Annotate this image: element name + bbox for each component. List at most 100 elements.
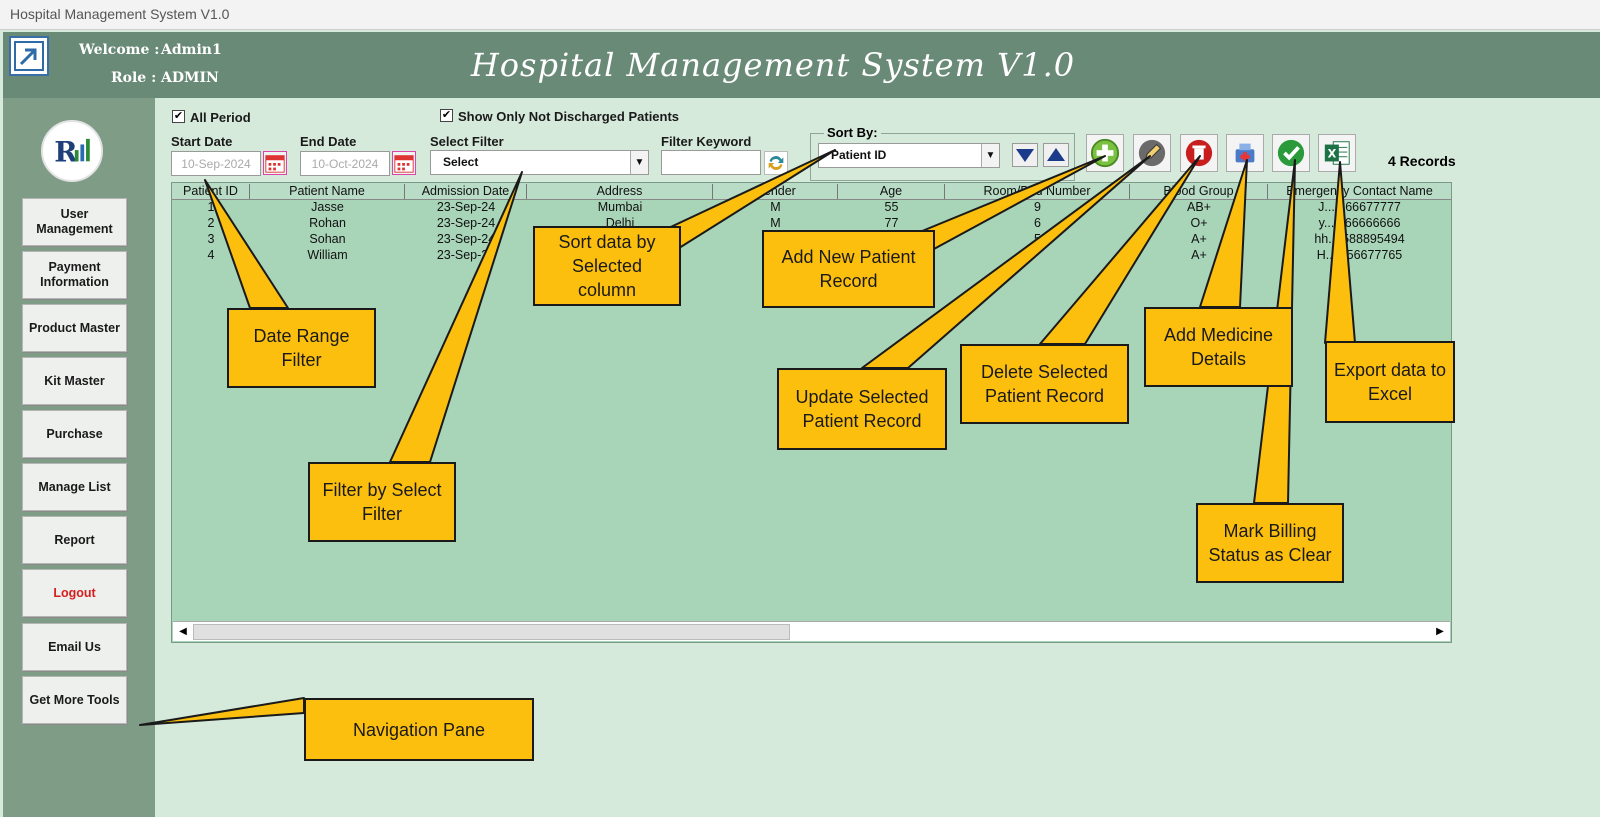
- cell-blood-group: A+: [1191, 232, 1207, 246]
- cell-patient-name: William: [307, 248, 348, 262]
- welcome-user: Admin1: [161, 42, 222, 58]
- sidebar-item-purchase[interactable]: Purchase: [22, 410, 127, 458]
- sort-descending-button[interactable]: [1012, 143, 1038, 167]
- callout-delete-patient: Delete Selected Patient Record: [960, 344, 1129, 424]
- select-filter-dropdown[interactable]: Select ▼: [430, 150, 649, 175]
- navigation-pane: R User Management Payment Information Pr…: [3, 98, 155, 817]
- delete-patient-button[interactable]: [1180, 134, 1218, 172]
- cell-gender: M: [770, 216, 781, 230]
- filter-keyword-label: Filter Keyword: [661, 134, 752, 149]
- horizontal-scrollbar[interactable]: ◀ ▶: [173, 621, 1450, 641]
- welcome-label: Welcome :: [79, 42, 160, 58]
- cell-address: Mumbai: [597, 200, 643, 214]
- pointer-add-patient: [909, 155, 1106, 263]
- sidebar-item-get-more-tools[interactable]: Get More Tools: [22, 676, 127, 724]
- cell-patient-name: Sohan: [309, 232, 346, 246]
- mark-billing-clear-button[interactable]: [1272, 134, 1310, 172]
- cell-gender: M: [770, 200, 781, 214]
- column-header[interactable]: Age: [838, 184, 945, 199]
- callout-nav-pane: Navigation Pane: [304, 698, 534, 761]
- refresh-icon[interactable]: [764, 151, 788, 175]
- chevron-down-icon[interactable]: ▼: [981, 144, 999, 167]
- svg-text:R: R: [54, 135, 78, 168]
- filter-keyword-input[interactable]: [661, 150, 761, 175]
- not-discharged-label: Show Only Not Discharged Patients: [458, 109, 680, 124]
- sidebar-item-payment-information[interactable]: Payment Information: [22, 251, 127, 299]
- callout-sort-data: Sort data by Selected column: [533, 226, 681, 306]
- cell-age: 55: [884, 200, 899, 214]
- scroll-left-icon[interactable]: ◀: [179, 626, 187, 637]
- calendar-icon[interactable]: [392, 151, 416, 175]
- start-date-field[interactable]: 10-Sep-2024: [171, 151, 261, 176]
- window-titlebar: Hospital Management System V1.0: [0, 0, 1600, 30]
- window-title: Hospital Management System V1.0: [10, 6, 230, 22]
- cell-patient-id: 3: [207, 232, 215, 246]
- cell-room-bed: 9: [1034, 200, 1041, 214]
- cell-patient-id: 1: [207, 200, 215, 214]
- all-period-checkbox[interactable]: ✔: [172, 110, 185, 123]
- sidebar-item-report[interactable]: Report: [22, 516, 127, 564]
- cell-patient-name: Rohan: [309, 216, 346, 230]
- column-header[interactable]: Admission Date: [405, 184, 527, 199]
- cell-age: 77: [884, 216, 899, 230]
- sidebar-item-user-management[interactable]: User Management: [22, 198, 127, 246]
- select-filter-label: Select Filter: [430, 134, 504, 149]
- sort-by-value: Patient ID: [831, 148, 887, 162]
- chevron-down-icon[interactable]: ▼: [630, 151, 648, 174]
- records-count: 4 Records: [1388, 153, 1456, 169]
- sort-by-dropdown[interactable]: Patient ID ▼: [818, 143, 1000, 168]
- role-label: Role :: [111, 70, 157, 86]
- role-value: ADMIN: [161, 70, 219, 86]
- app-title: Hospital Management System V1.0: [470, 46, 1076, 84]
- end-date-field[interactable]: 10-Oct-2024: [300, 151, 390, 176]
- check-circle-icon: [1277, 139, 1305, 167]
- sort-by-label: Sort By:: [824, 125, 881, 140]
- column-header[interactable]: Emergency Contact Name: [1286, 184, 1433, 198]
- calendar-icon[interactable]: [263, 151, 287, 175]
- cell-blood-group: O+: [1190, 216, 1208, 230]
- cell-admission-date: 23-Sep-24: [436, 216, 496, 230]
- not-discharged-checkbox[interactable]: ✔: [440, 109, 453, 122]
- end-date-label: End Date: [300, 134, 357, 149]
- callout-add-patient: Add New Patient Record: [762, 230, 935, 308]
- sidebar-item-email-us[interactable]: Email Us: [22, 623, 127, 671]
- cell-admission-date: 23-Sep-24: [436, 248, 496, 262]
- cell-admission-date: 23-Sep-24: [436, 200, 496, 214]
- column-header[interactable]: Address: [527, 184, 713, 199]
- callout-export-excel: Export data to Excel: [1325, 341, 1455, 423]
- start-date-label: Start Date: [171, 134, 233, 149]
- pointer-add-medicine: [1199, 159, 1248, 308]
- table-header: Patient ID Patient Name Admission Date A…: [172, 183, 1451, 200]
- export-excel-button[interactable]: X: [1318, 134, 1356, 172]
- sort-by-group: [810, 133, 1075, 181]
- callout-update-patient: Update Selected Patient Record: [777, 368, 947, 450]
- pointer-date-range: [204, 179, 289, 309]
- all-period-label: All Period: [190, 110, 251, 125]
- scroll-right-icon[interactable]: ▶: [1436, 626, 1444, 637]
- svg-text:X: X: [1328, 148, 1337, 161]
- scrollbar-thumb[interactable]: [193, 624, 790, 640]
- pointer-select-filter: [389, 171, 523, 463]
- app-header: Welcome : Admin1 Role : ADMIN Hospital M…: [3, 32, 1600, 98]
- column-header[interactable]: Patient Name: [250, 184, 405, 199]
- sidebar-item-product-master[interactable]: Product Master: [22, 304, 127, 352]
- pointer-export-excel: [1324, 161, 1356, 344]
- cell-patient-id: 2: [207, 216, 215, 230]
- excel-icon: X: [1324, 141, 1350, 165]
- sidebar-item-manage-list[interactable]: Manage List: [22, 463, 127, 511]
- sidebar-item-kit-master[interactable]: Kit Master: [22, 357, 127, 405]
- cell-admission-date: 23-Sep-24: [436, 232, 496, 246]
- pointer-nav-pane: [139, 697, 305, 726]
- callout-select-filter: Filter by Select Filter: [308, 462, 456, 542]
- cell-blood-group: AB+: [1187, 200, 1211, 214]
- cell-patient-name: Jasse: [311, 200, 344, 214]
- sort-ascending-button[interactable]: [1043, 143, 1069, 167]
- app-logo-icon: [9, 36, 49, 76]
- medicine-icon: [1235, 143, 1255, 163]
- callout-date-range: Date Range Filter: [227, 308, 376, 388]
- sidebar-item-logout[interactable]: Logout: [22, 569, 127, 617]
- callout-add-medicine: Add Medicine Details: [1144, 307, 1293, 387]
- trash-icon: [1185, 139, 1213, 167]
- update-patient-button[interactable]: [1133, 134, 1171, 172]
